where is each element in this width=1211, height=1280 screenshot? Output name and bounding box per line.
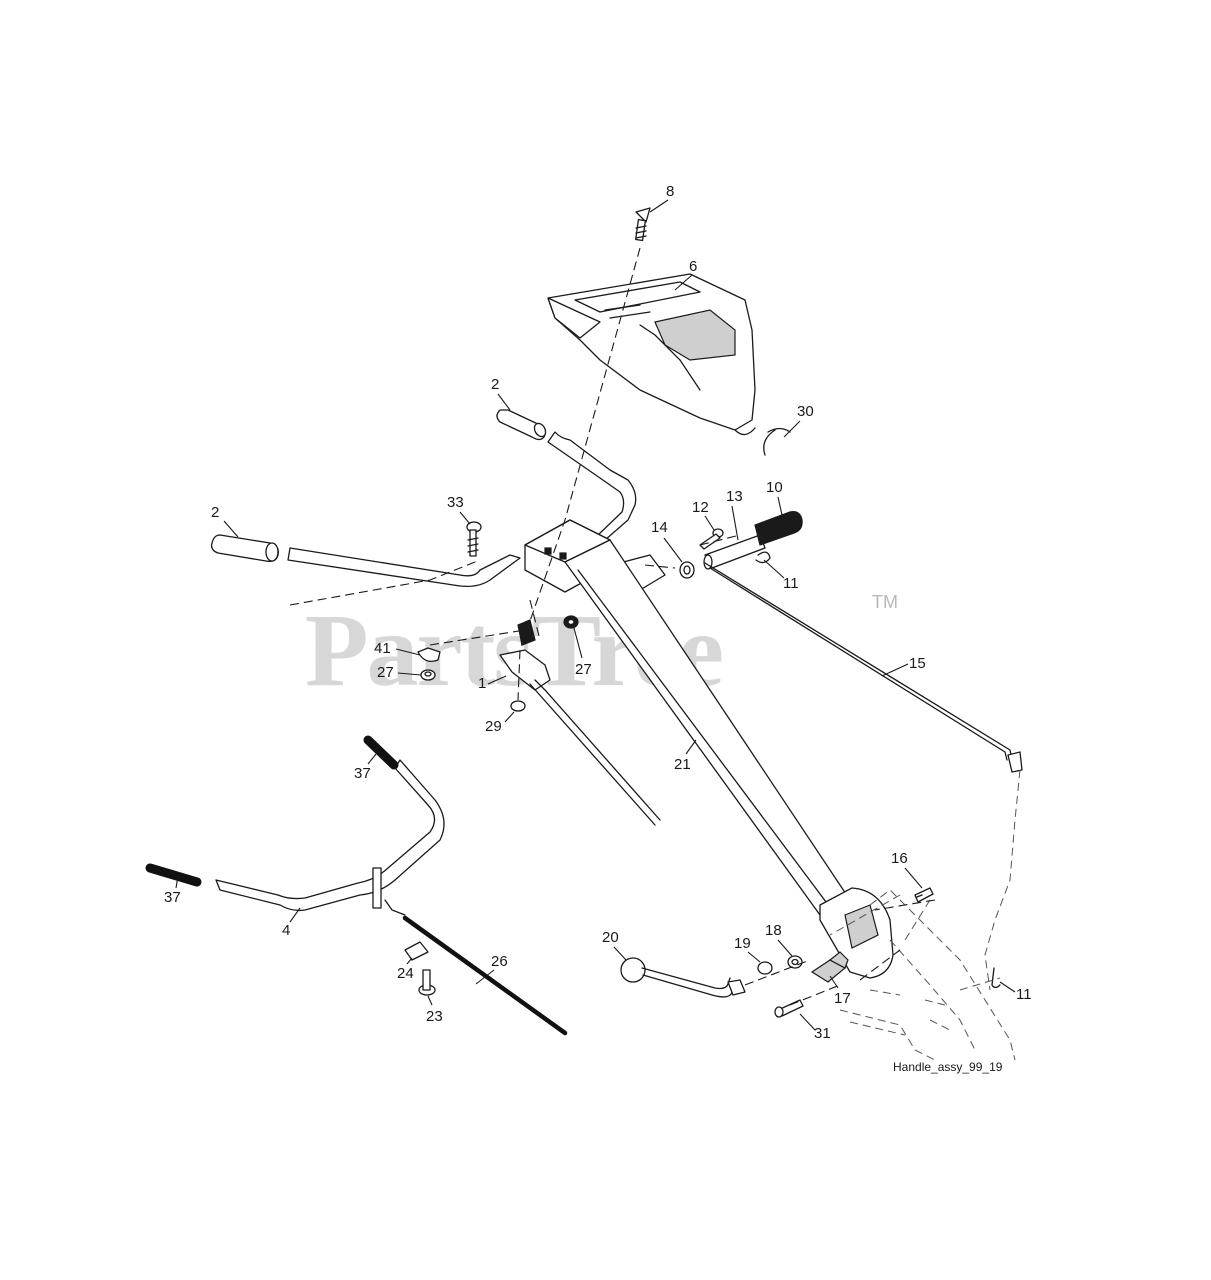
callout-21: 21 (674, 756, 691, 773)
callout-24: 24 (397, 965, 414, 982)
part-37-grip-top (363, 735, 399, 770)
part-4-loop-handle (215, 759, 445, 916)
part-17-block (810, 951, 849, 983)
callout-8: 8 (666, 183, 674, 200)
callout-13: 13 (726, 488, 743, 505)
callout-11-top: 11 (783, 575, 799, 592)
callout-37-top: 37 (354, 765, 371, 782)
part-11-hairpin-bottom (991, 967, 1001, 989)
callouts: 8 6 2 30 10 12 13 2 33 14 11 41 27 27 1 … (164, 183, 1032, 1042)
part-2-grip-top (496, 409, 547, 441)
callout-33: 33 (447, 494, 464, 511)
callout-26: 26 (491, 953, 508, 970)
callout-19: 19 (734, 935, 751, 952)
callout-18: 18 (765, 922, 782, 939)
callout-23: 23 (426, 1008, 443, 1025)
part-31-bolt (774, 999, 804, 1018)
part-41-clamp (417, 647, 441, 663)
part-23-screw (418, 969, 436, 996)
handle-bar-upper (287, 431, 637, 588)
callout-20: 20 (602, 929, 619, 946)
part-30-clip (763, 427, 791, 456)
part-1-lever-bracket (499, 619, 661, 826)
part-18-nut (787, 955, 803, 969)
part-19-washer (757, 961, 773, 975)
part-8-screw (634, 207, 651, 242)
callout-4: 4 (282, 922, 290, 939)
callout-29: 29 (485, 718, 502, 735)
part-2-grip-left (210, 534, 279, 563)
callout-27-right: 27 (575, 661, 592, 678)
part-26-cable (402, 915, 568, 1036)
part-37-grip-left (145, 863, 202, 887)
part-21-handle-tube (564, 539, 894, 979)
callout-41: 41 (374, 640, 391, 657)
assembly-line-lower (744, 899, 936, 1006)
callout-16: 16 (891, 850, 908, 867)
part-14-spacer (679, 561, 695, 579)
tiller-body-phantom (829, 769, 1021, 1061)
callout-2-left: 2 (211, 504, 219, 521)
part-11-hairpin-top (755, 551, 771, 564)
diagram-caption: Handle_assy_99_19 (893, 1060, 1003, 1074)
part-27-nut-left (420, 669, 436, 681)
watermark-tm: TM (872, 592, 898, 612)
part-13-pivot (703, 534, 766, 570)
part-16-bolt (914, 887, 934, 903)
callout-10: 10 (766, 479, 783, 496)
callout-14: 14 (651, 519, 668, 536)
part-10-grip (754, 511, 803, 546)
callout-37-left: 37 (164, 889, 181, 906)
part-33-bolt (466, 521, 482, 557)
callout-17: 17 (834, 990, 851, 1007)
part-24-clip (404, 941, 429, 961)
callout-30: 30 (797, 403, 814, 420)
callout-31: 31 (814, 1025, 831, 1042)
part-20-shift-lever (620, 957, 746, 998)
callout-27-left: 27 (377, 664, 394, 681)
callout-6: 6 (689, 258, 697, 275)
callout-12: 12 (692, 499, 709, 516)
part-29-nut (510, 700, 526, 712)
callout-2-top: 2 (491, 376, 499, 393)
callout-15: 15 (909, 655, 926, 672)
part-6-control-panel-cover (547, 273, 756, 436)
part-15-rod (704, 562, 1023, 773)
part-27-nut-right (563, 615, 579, 629)
callout-1: 1 (478, 675, 486, 692)
callout-11-bottom: 11 (1016, 986, 1032, 1003)
assembly-line-upper (289, 247, 741, 701)
part-12-bolt (699, 528, 724, 550)
